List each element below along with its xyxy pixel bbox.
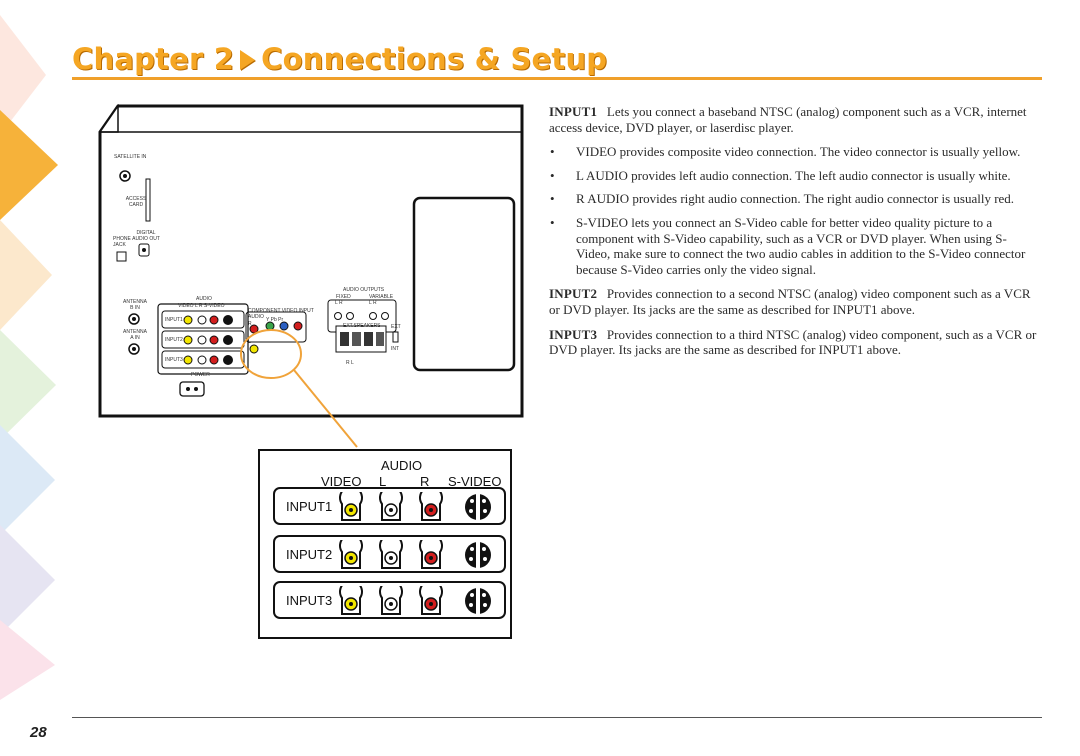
bullet-icon: •	[550, 191, 555, 207]
input-row: INPUT3	[273, 581, 506, 619]
label-audio-small: AUDIO	[196, 296, 212, 302]
bullet-item: • S-VIDEO lets you connect an S-Video cab…	[549, 215, 1041, 277]
input-row-label: INPUT2	[286, 547, 333, 562]
label-satellite-in: SATELLITE IN	[114, 154, 147, 160]
input3-description: Provides connection to a third NTSC (ana…	[549, 326, 1037, 358]
zoom-label-svideo: S-VIDEO	[448, 474, 502, 489]
bullet-icon: •	[550, 144, 555, 160]
body-text: INPUT1 Lets you connect a baseband NTSC …	[549, 104, 1041, 367]
tv-back-panel-diagram	[98, 104, 524, 418]
label-component-video-input: COMPONENT VIDEO INPUT	[248, 308, 314, 314]
input2-paragraph: INPUT2 Provides connection to a second N…	[549, 286, 1041, 317]
decorative-side-triangles	[0, 15, 58, 700]
bullet-icon: •	[550, 167, 555, 183]
chapter-label: Chapter 2	[72, 42, 235, 76]
input1-term: INPUT1	[549, 104, 598, 119]
label-antenna-a-in: ANTENNA A IN	[123, 329, 147, 341]
zoom-label-audio: AUDIO	[381, 458, 423, 473]
bullet-icon: •	[550, 214, 555, 230]
input2-term: INPUT2	[549, 286, 598, 302]
zoom-label-l: L	[379, 474, 387, 489]
label-antenna-b-in: ANTENNA B IN	[123, 299, 147, 311]
s-video-jack[interactable]	[465, 588, 491, 614]
label-access-card: ACCESS CARD	[125, 196, 147, 208]
bullet-text: L AUDIO provides left audio connection. …	[576, 167, 1011, 183]
bullet-text: S-VIDEO lets you connect an S-Video cabl…	[576, 214, 1026, 277]
input1-bullets: • VIDEO provides composite video connecti…	[549, 144, 1041, 277]
chevron-right-icon	[240, 50, 256, 70]
input-jacks-small	[183, 315, 233, 365]
section-title: Connections & Setup	[261, 42, 608, 76]
input-row: INPUT2	[273, 535, 506, 573]
s-video-jack[interactable]	[465, 542, 491, 568]
label-int: INT	[391, 346, 400, 352]
label-audio-outputs: AUDIO OUTPUTS	[343, 287, 385, 293]
label-phone-jack: PHONE JACK	[113, 236, 131, 248]
bullet-item: • R AUDIO provides right audio connection…	[549, 191, 1041, 207]
bullet-item: • L AUDIO provides left audio connection.…	[549, 168, 1041, 184]
s-video-jack[interactable]	[465, 494, 491, 520]
label-component-l: L	[248, 339, 251, 345]
label-input1-small: INPUT1	[165, 317, 183, 323]
zoom-callout	[240, 329, 358, 448]
input-row-label: INPUT3	[286, 593, 333, 608]
label-input3-small: INPUT3	[165, 357, 183, 363]
input1-description: Lets you connect a baseband NTSC (analog…	[549, 104, 1027, 135]
label-ext: EXT	[391, 324, 401, 330]
zoom-label-r: R	[420, 474, 430, 489]
input2-description: Provides connection to a second NTSC (an…	[549, 286, 1031, 317]
input-row-label: INPUT1	[286, 499, 333, 514]
label-input2-small: INPUT2	[165, 337, 183, 343]
label-variable: VARIABLE	[369, 294, 394, 300]
bullet-text: R AUDIO provides right audio connection.…	[576, 191, 1015, 207]
page-number: 28	[30, 724, 47, 741]
header-rule	[72, 77, 1042, 80]
label-ext-speakers: EXT.SPEAKERS	[343, 323, 381, 329]
input-row: INPUT1	[273, 487, 506, 525]
bullet-text: VIDEO provides composite video connectio…	[576, 144, 1021, 160]
input1-paragraph: INPUT1 Lets you connect a baseband NTSC …	[549, 104, 1041, 135]
label-jack-columns-small: VIDEO L R S-VIDEO	[178, 303, 225, 309]
label-fixed: FIXED	[336, 294, 351, 300]
input3-paragraph: INPUT3 Provides connection to a third NT…	[549, 327, 1041, 358]
label-power: POWER	[191, 372, 210, 378]
footer-rule	[72, 717, 1042, 718]
label-component-audio: AUDIO	[248, 314, 264, 320]
label-component-y-pb-pr: Y Pb Pr	[266, 317, 284, 323]
input3-term: INPUT3	[549, 326, 598, 342]
label-fixed-l-r: L R	[335, 300, 343, 306]
zoom-label-video: VIDEO	[321, 474, 362, 489]
label-component-r: R	[248, 321, 252, 327]
label-speaker-r-l: R L	[346, 360, 354, 366]
label-variable-l-r: L R	[369, 300, 377, 306]
zoomed-input-panel: AUDIO VIDEO L R S-VIDEO INPUT1 INPUT2	[258, 449, 512, 639]
label-digital-audio-out: DIGITAL AUDIO OUT	[132, 230, 160, 242]
bullet-item: • VIDEO provides composite video connecti…	[549, 144, 1041, 160]
chapter-heading: Chapter 2 Connections & Setup	[72, 42, 607, 76]
